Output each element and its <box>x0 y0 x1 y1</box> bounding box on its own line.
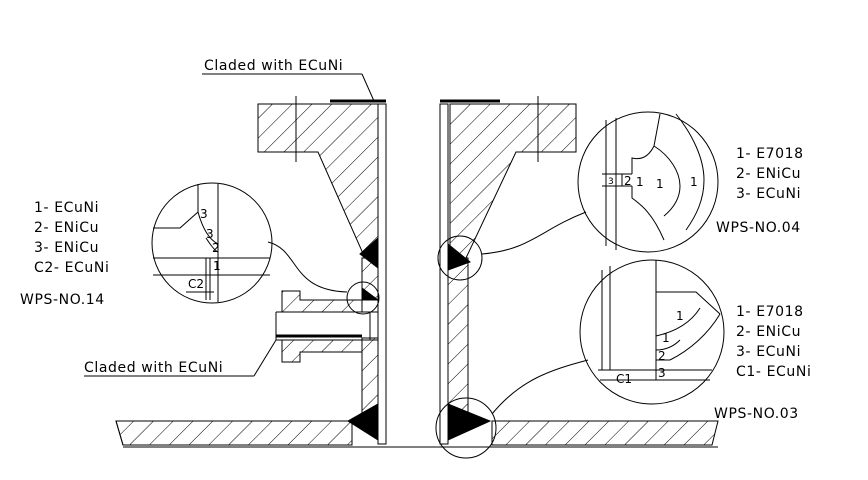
legend-br-3: 3- ECuNi <box>736 344 801 360</box>
pass-label: 2 <box>624 174 632 188</box>
pass-label: C1 <box>616 372 632 386</box>
right-flange <box>449 103 577 259</box>
legend-tr-2: 2- ENiCu <box>736 166 801 182</box>
clad-label-bottom: Claded with ECuNi <box>84 360 223 376</box>
legend-br-2: 2- ENiCu <box>736 324 801 340</box>
legend-left-3: 3- ENiCu <box>34 240 99 256</box>
detail-top-right: 3 2 1 1 1 <box>577 111 719 253</box>
pass-label: 2 <box>212 241 220 255</box>
callout-circle-bottom-right <box>435 397 497 459</box>
legend-tr-3: 3- ECuNi <box>736 186 801 202</box>
wps-bottom-right: WPS-NO.03 <box>714 406 799 422</box>
left-flange <box>257 103 379 259</box>
pass-label: 1 <box>213 259 221 273</box>
right-lower-shell <box>447 257 469 422</box>
legend-left-4: C2- ECuNi <box>34 260 109 276</box>
side-nozzle-top <box>281 290 363 313</box>
pass-label: 1 <box>656 177 664 191</box>
detail-bottom-right: 1 1 2 3 C1 <box>579 259 725 405</box>
pass-label: 3 <box>658 366 666 380</box>
legend-br-1: 1- E7018 <box>736 304 804 320</box>
legend-left-1: 1- ECuNi <box>34 200 99 216</box>
weld-left-upper <box>359 236 379 270</box>
weld-right-bottom <box>447 403 492 441</box>
clad-label-top: Claded with ECuNi <box>204 58 343 74</box>
wps-left: WPS-NO.14 <box>20 292 105 308</box>
legend-tr-1: 1- E7018 <box>736 146 804 162</box>
side-nozzle-bottom <box>281 339 363 363</box>
wps-top-right: WPS-NO.04 <box>716 220 801 236</box>
callout-circle-top-right <box>437 235 483 281</box>
pass-label: 3 <box>200 207 208 221</box>
pass-label: 1 <box>636 175 644 189</box>
pass-label: 3 <box>608 177 614 187</box>
legend-left-2: 2- ENiCu <box>34 220 99 236</box>
pass-label: 1 <box>662 331 670 345</box>
pass-label: 1 <box>676 309 684 323</box>
pass-label: 1 <box>690 175 698 189</box>
pass-label: 3 <box>206 227 214 241</box>
base-plate-right <box>491 420 719 446</box>
pass-label: C2 <box>188 277 204 291</box>
weld-left-bottom <box>347 403 379 441</box>
weld-right-upper <box>447 242 471 271</box>
base-plate <box>115 420 353 446</box>
main-assembly <box>115 96 719 448</box>
detail-left: 3 3 2 1 C2 <box>151 182 273 304</box>
pass-label: 2 <box>658 349 666 363</box>
legend-br-4: C1- ECuNi <box>736 364 811 380</box>
callout-circle-left <box>346 281 380 315</box>
